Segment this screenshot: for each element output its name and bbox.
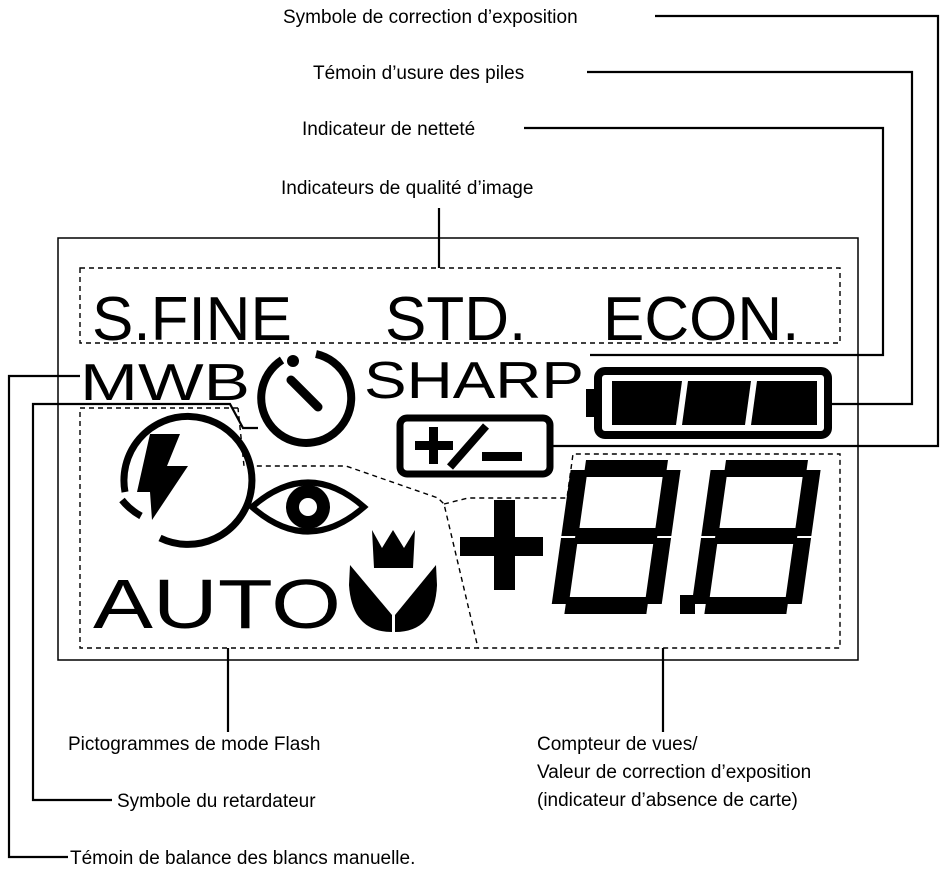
label-sharpness-indicator: Indicateur de netteté bbox=[302, 119, 475, 140]
label-manual-wb-indicator: Témoin de balance des blancs manuelle. bbox=[70, 848, 415, 869]
sharp-indicator: SHARP bbox=[364, 352, 584, 410]
counter-digit-1 bbox=[551, 460, 681, 614]
sharpness-leader bbox=[524, 126, 885, 357]
battery-leader bbox=[587, 70, 914, 406]
self-timer-icon bbox=[257, 350, 356, 447]
battery-icon bbox=[586, 367, 832, 439]
label-frame-counter-line3: (indicateur d’absence de carte) bbox=[537, 790, 798, 811]
exposure-symbol-leader bbox=[553, 14, 940, 448]
label-exposure-correction-symbol: Symbole de correction d’exposition bbox=[283, 7, 578, 28]
self-timer-leader bbox=[31, 402, 258, 802]
label-frame-counter-line1: Compteur de vues/ bbox=[537, 734, 698, 755]
label-self-timer-symbol: Symbole du retardateur bbox=[117, 791, 316, 812]
frame-counter-digits bbox=[551, 460, 821, 614]
label-flash-mode-icons: Pictogrammes de mode Flash bbox=[68, 734, 320, 755]
lcd-panel-frame bbox=[57, 237, 859, 661]
flash-group-outline bbox=[79, 407, 479, 649]
quality-std: STD. bbox=[385, 285, 526, 354]
flash-icon bbox=[119, 412, 256, 548]
auto-flash-indicator: AUTO bbox=[93, 565, 341, 643]
quality-sfine: S.FINE bbox=[92, 285, 292, 354]
exposure-correction-icon bbox=[396, 414, 554, 478]
mwb-leader bbox=[7, 374, 80, 859]
label-battery-indicator: Témoin d’usure des piles bbox=[313, 63, 524, 84]
macro-icon bbox=[349, 530, 437, 632]
counter-digit-2 bbox=[691, 460, 821, 614]
counter-decimal-point bbox=[680, 595, 695, 614]
quality-group-outline bbox=[79, 267, 841, 344]
quality-econ: ECON. bbox=[603, 285, 799, 354]
label-frame-counter-line2: Valeur de correction d’exposition bbox=[537, 762, 811, 783]
red-eye-icon bbox=[247, 479, 369, 535]
mwb-indicator: MWB bbox=[80, 354, 250, 412]
plus-sign-icon bbox=[460, 500, 543, 590]
label-image-quality-indicators: Indicateurs de qualité d’image bbox=[281, 178, 533, 199]
